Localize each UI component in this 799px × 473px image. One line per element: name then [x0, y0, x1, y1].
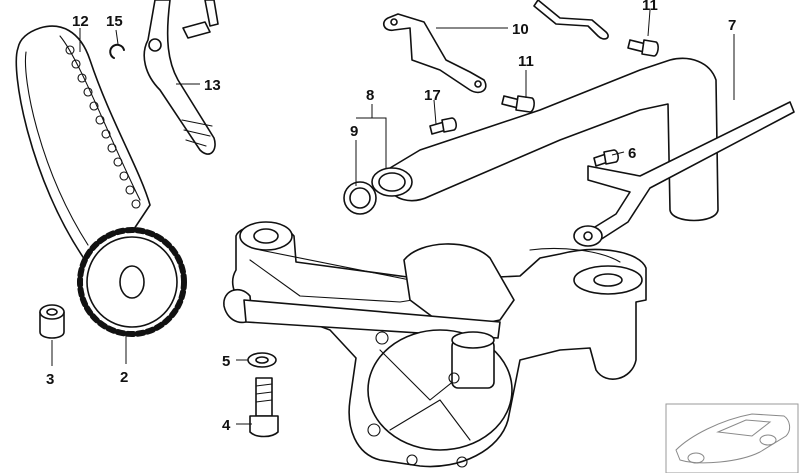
bracket-top-right[interactable]: [533, 0, 609, 40]
callout-7: 7: [728, 17, 736, 34]
callout-4: 4: [222, 417, 231, 434]
timing-chain[interactable]: [15, 25, 151, 266]
bracket-upper[interactable]: [382, 13, 487, 94]
washer[interactable]: [247, 352, 277, 368]
vehicle-thumbnail-icon: [665, 403, 799, 473]
chain-sprocket[interactable]: [77, 227, 187, 337]
callout-11-center: 11: [518, 53, 534, 70]
pickup-rod[interactable]: [573, 101, 795, 247]
callout-12: 12: [72, 13, 89, 30]
callout-11-right: 11: [642, 0, 658, 14]
callout-5: 5: [222, 353, 230, 370]
seal-ring[interactable]: [343, 181, 377, 215]
callout-3: 3: [46, 371, 54, 388]
callout-17: 17: [424, 87, 441, 104]
bolt-11-right[interactable]: [627, 39, 659, 57]
callout-13: 13: [204, 77, 221, 94]
tensioner-rail[interactable]: [143, 0, 219, 155]
bushing[interactable]: [39, 304, 65, 339]
leader-lines: [51, 9, 735, 425]
callout-9: 9: [350, 123, 358, 140]
bolt-6[interactable]: [593, 149, 619, 167]
callout-15: 15: [106, 13, 123, 30]
callout-2: 2: [120, 369, 128, 386]
callout-8: 8: [366, 87, 374, 104]
callout-6: 6: [628, 145, 636, 162]
bolt-17[interactable]: [429, 117, 457, 135]
oil-pump-housing[interactable]: [223, 221, 647, 468]
bolt-11-center[interactable]: [501, 95, 535, 113]
callout-10: 10: [512, 21, 529, 38]
circlip[interactable]: [109, 43, 125, 59]
bolt-4[interactable]: [249, 377, 279, 438]
oil-suction-pipe[interactable]: [371, 57, 719, 222]
callout-labels: 2 3 4 5 6 7 8 9 10 11 11 12 13 15 17: [46, 0, 736, 434]
